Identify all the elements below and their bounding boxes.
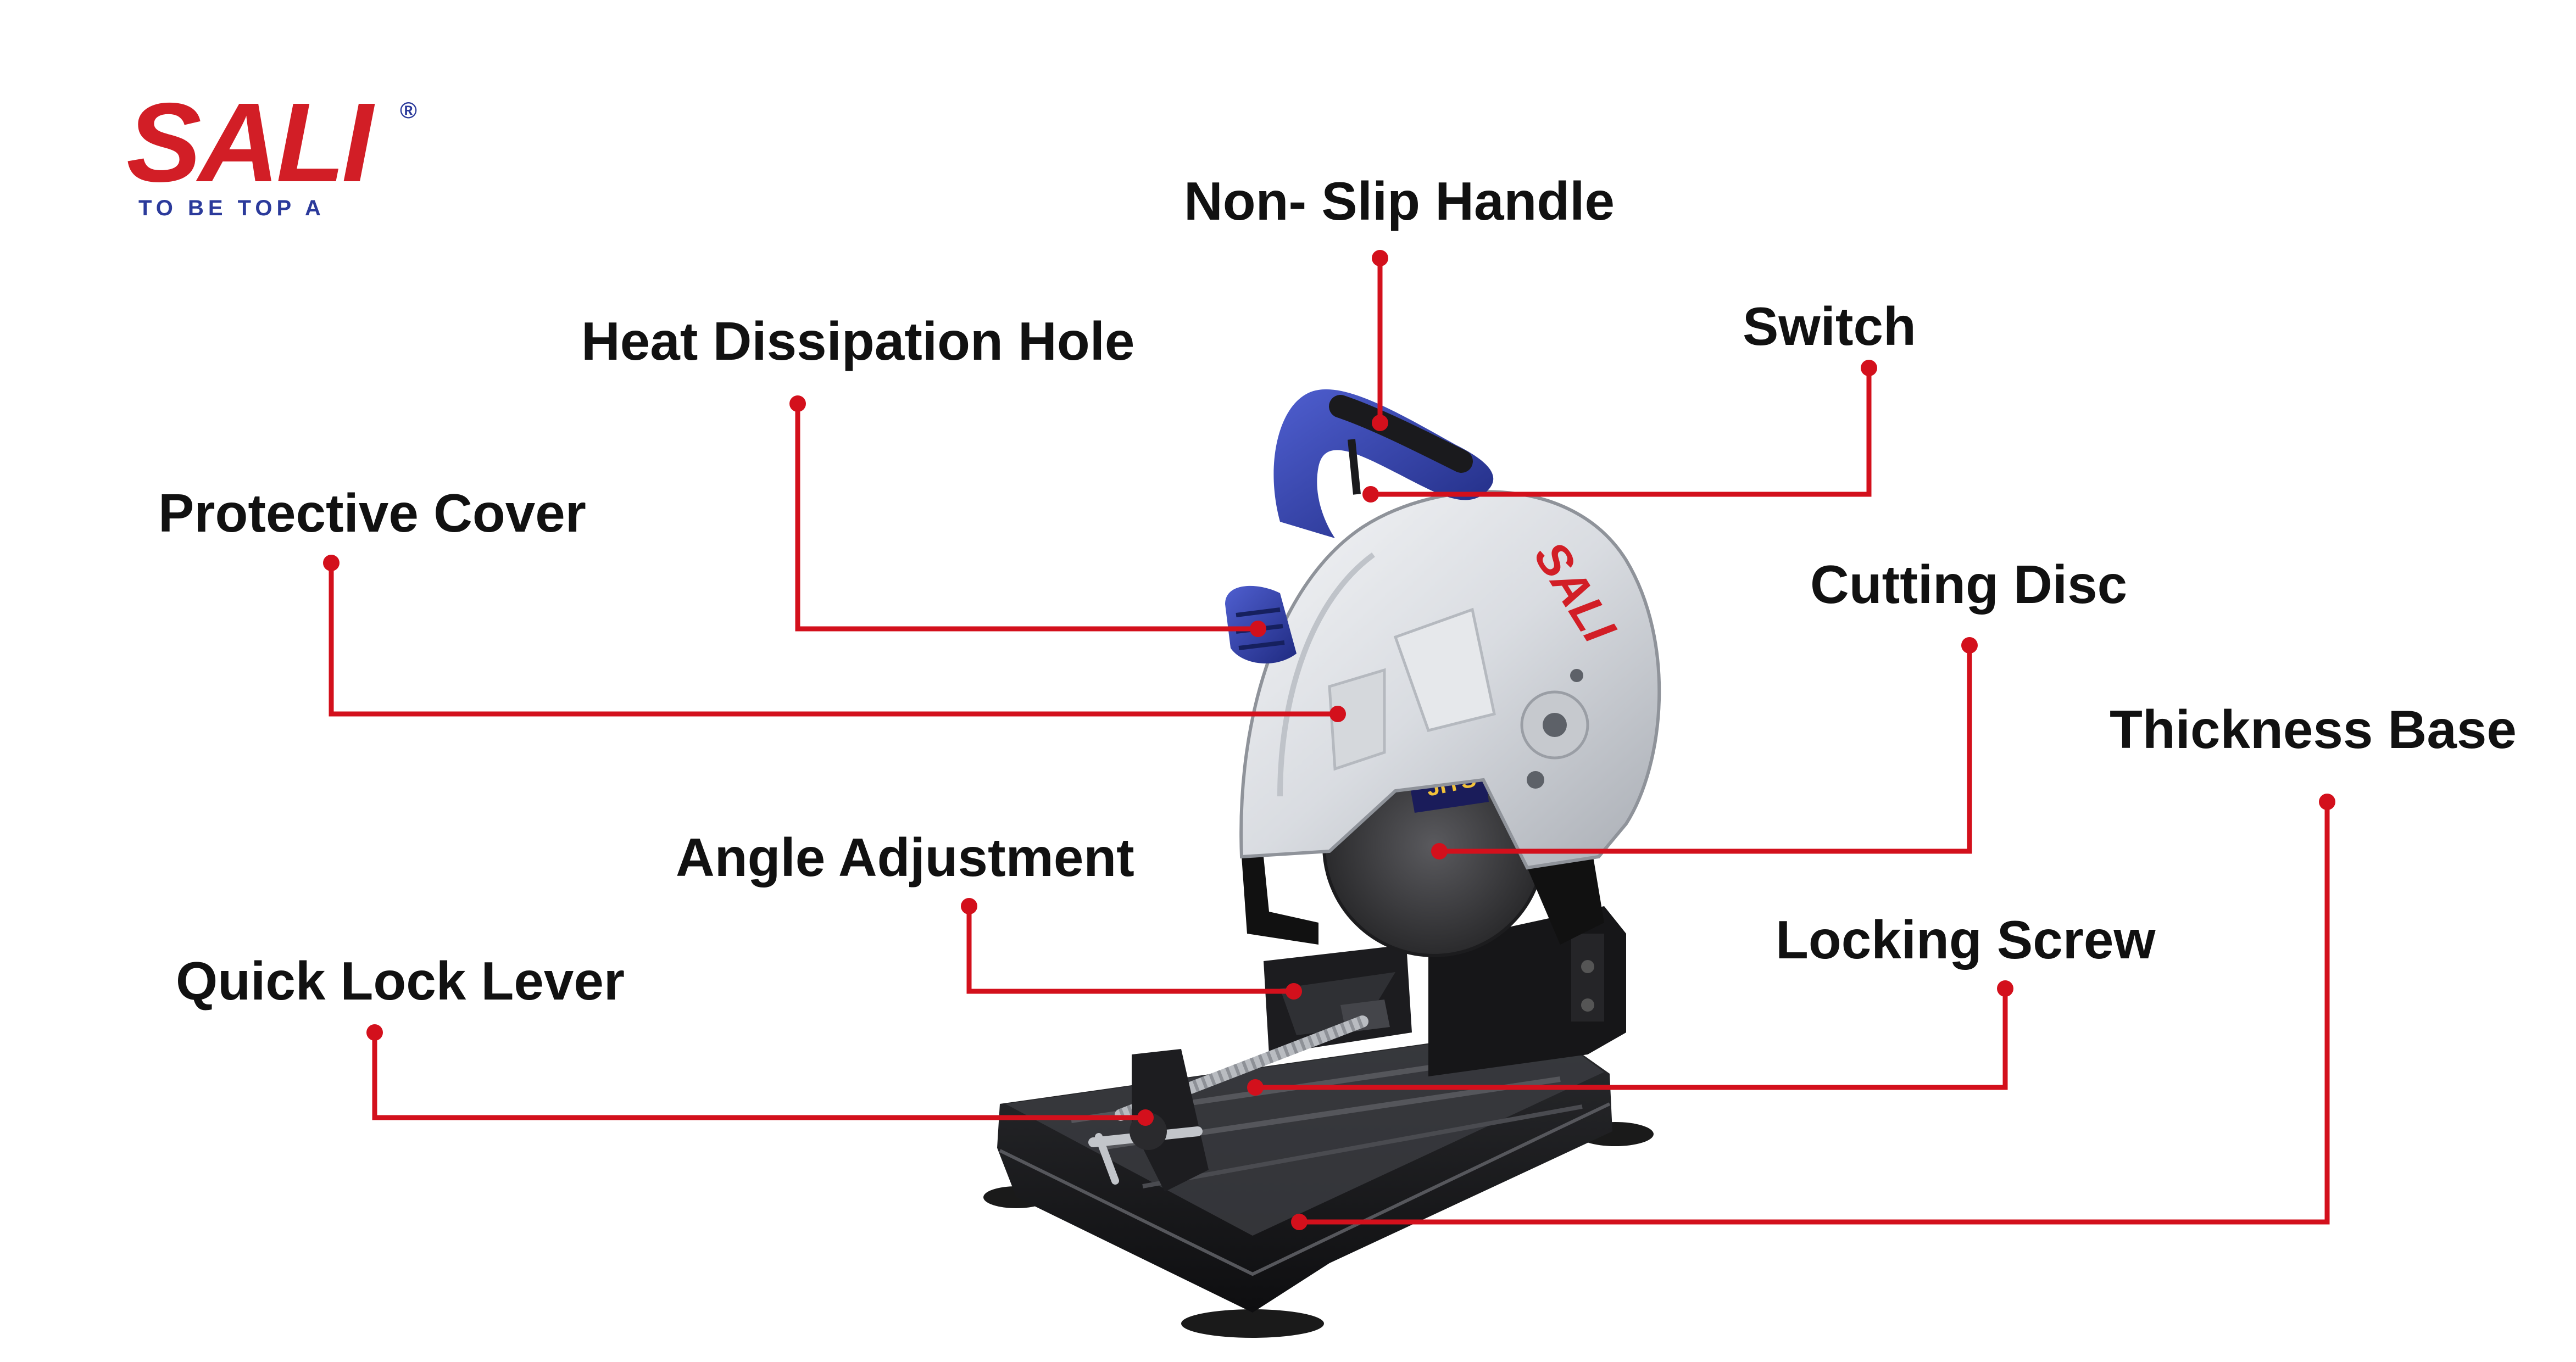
registered-mark: ® <box>400 97 417 123</box>
brand-logo: SALI ® TO BE TOP A <box>126 80 417 220</box>
leader-thickness-base <box>1299 802 2330 1225</box>
label-protective-cover: Protective Cover <box>158 483 586 543</box>
label-cutting-disc: Cutting Disc <box>1810 554 2127 615</box>
cutoff-machine-illustration: JIYS SALI <box>983 389 1661 1338</box>
non-slip-handle-grip <box>1273 389 1494 538</box>
label-quick-lock-lever: Quick Lock Lever <box>176 951 625 1011</box>
leader-protective-cover <box>329 563 1338 717</box>
leader-locking-screw <box>1255 989 2008 1090</box>
brand-tagline: TO BE TOP A <box>138 196 325 220</box>
leader-heat-dissipation-hole <box>795 404 1258 632</box>
label-heat-dissipation-hole: Heat Dissipation Hole <box>581 311 1134 371</box>
protective-cover-guard: SALI <box>1239 490 1661 870</box>
callout-labels: Non- Slip Handle Switch Heat Dissipation… <box>158 171 2517 1011</box>
leader-switch <box>1371 368 1872 497</box>
brand-logo-wordmark: SALI <box>126 80 375 205</box>
leader-angle-adjustment <box>966 906 1294 994</box>
label-switch: Switch <box>1743 296 1916 356</box>
label-angle-adjustment: Angle Adjustment <box>676 827 1134 887</box>
label-non-slip-handle: Non- Slip Handle <box>1184 171 1615 231</box>
leader-cutting-disc <box>1439 645 1972 854</box>
label-locking-screw: Locking Screw <box>1776 909 2156 970</box>
leader-quick-lock-lever <box>372 1032 1145 1120</box>
leader-lines <box>329 258 2330 1225</box>
leader-dots <box>323 250 2335 1230</box>
label-thickness-base: Thickness Base <box>2110 699 2517 760</box>
thickness-base-plate <box>997 1027 1612 1313</box>
